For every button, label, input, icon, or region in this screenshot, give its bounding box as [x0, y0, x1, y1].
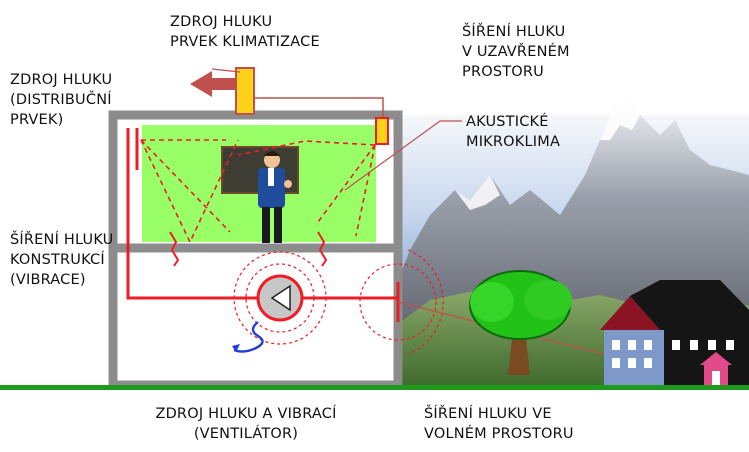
house-icon [600, 280, 749, 385]
label-source-distribution: ZDROJ HLUKU (DISTRIBUČNÍ PRVEK) [10, 72, 113, 128]
leader-lines [211, 68, 462, 191]
ac-unit-box [235, 67, 255, 115]
noise-paths [140, 139, 376, 244]
ac-unit [235, 67, 389, 145]
duct-red-line [126, 128, 398, 300]
fan-icon [232, 251, 327, 353]
label-spread-open: ŠÍŘENÍ HLUKU VE VOLNÉM PROSTORU [424, 406, 574, 442]
ground-line [0, 385, 749, 390]
label-source-fan: ZDROJ HLUKU A VIBRACÍ (VENTILÁTOR) [155, 406, 337, 442]
label-spread-enclosed: ŠÍŘENÍ HLUKU V UZAVŘENÉM PROSTORU [462, 24, 570, 80]
vibration-squiggles [169, 231, 328, 267]
speaker-person-icon [221, 146, 299, 243]
exhaust-arrow-icon [190, 71, 236, 97]
label-spread-structure: ŠÍŘENÍ HLUKU KONSTRUKCÍ (VIBRACE) [10, 232, 114, 288]
tree-icon [469, 270, 572, 375]
distribution-element [375, 117, 389, 145]
label-source-ac: ZDROJ HLUKU PRVEK KLIMATIZACE [170, 14, 320, 50]
label-acoustic-microclimate: AKUSTICKÉ MIKROKLIMA [466, 114, 561, 150]
